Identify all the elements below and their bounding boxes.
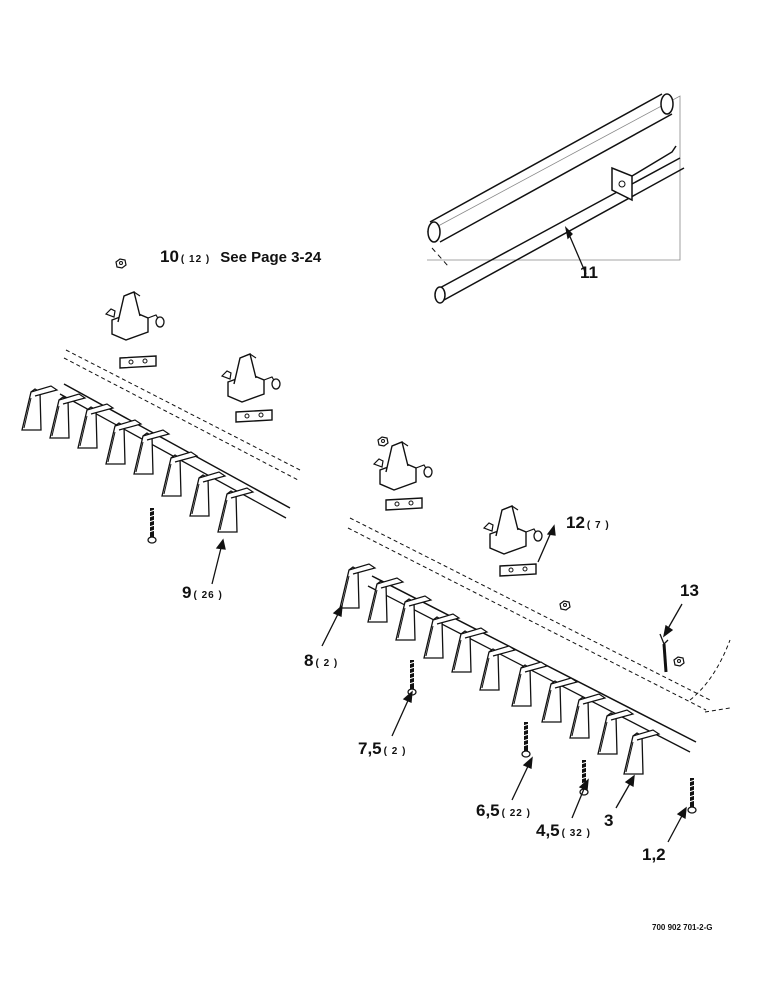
callout-6-5-number: 6,5	[476, 801, 500, 820]
callout-10-number: 10	[160, 247, 179, 266]
callout-9-quantity: ( 26 )	[193, 590, 223, 601]
callout-10-reference: See Page 3-24	[220, 249, 322, 266]
callout-8-quantity: ( 2 )	[315, 658, 339, 669]
leader-arrows	[211, 226, 687, 843]
callout-10: 10( 12 ) See Page 3-24	[160, 248, 321, 266]
callout-11-number: 11	[580, 263, 598, 282]
callout-10-quantity: ( 12 )	[180, 254, 211, 265]
callout-8: 8( 2 )	[304, 652, 338, 670]
callout-4-5-quantity: ( 32 )	[561, 828, 591, 839]
callout-13: 13	[680, 582, 699, 600]
cutter-bar-assembly	[426, 93, 685, 304]
callout-7-5: 7,5( 2 )	[358, 740, 406, 758]
callout-8-number: 8	[304, 651, 314, 670]
callout-3-number: 3	[604, 811, 614, 830]
callout-12: 12( 7 )	[566, 514, 610, 532]
callout-7-5-quantity: ( 2 )	[383, 746, 407, 757]
callout-12-quantity: ( 7 )	[586, 520, 610, 531]
callout-6-5-quantity: ( 22 )	[501, 808, 531, 819]
callout-4-5-number: 4,5	[536, 821, 560, 840]
callout-7-5-number: 7,5	[358, 739, 382, 758]
right-knife-group	[339, 436, 731, 815]
callout-13-number: 13	[680, 581, 699, 600]
callout-1-2-number: 1,2	[642, 845, 666, 864]
figure-code: 700 902 701-2-G	[652, 923, 713, 932]
callout-9: 9( 26 )	[182, 584, 223, 602]
callout-4-5: 4,5( 32 )	[536, 822, 591, 840]
callout-12-number: 12	[566, 513, 585, 532]
callout-9-number: 9	[182, 583, 192, 602]
left-knife-group	[21, 258, 301, 545]
callout-1-2: 1,2	[642, 846, 666, 864]
callout-11: 11	[580, 264, 598, 282]
callout-3: 3	[604, 812, 613, 830]
callout-6-5: 6,5( 22 )	[476, 802, 531, 820]
